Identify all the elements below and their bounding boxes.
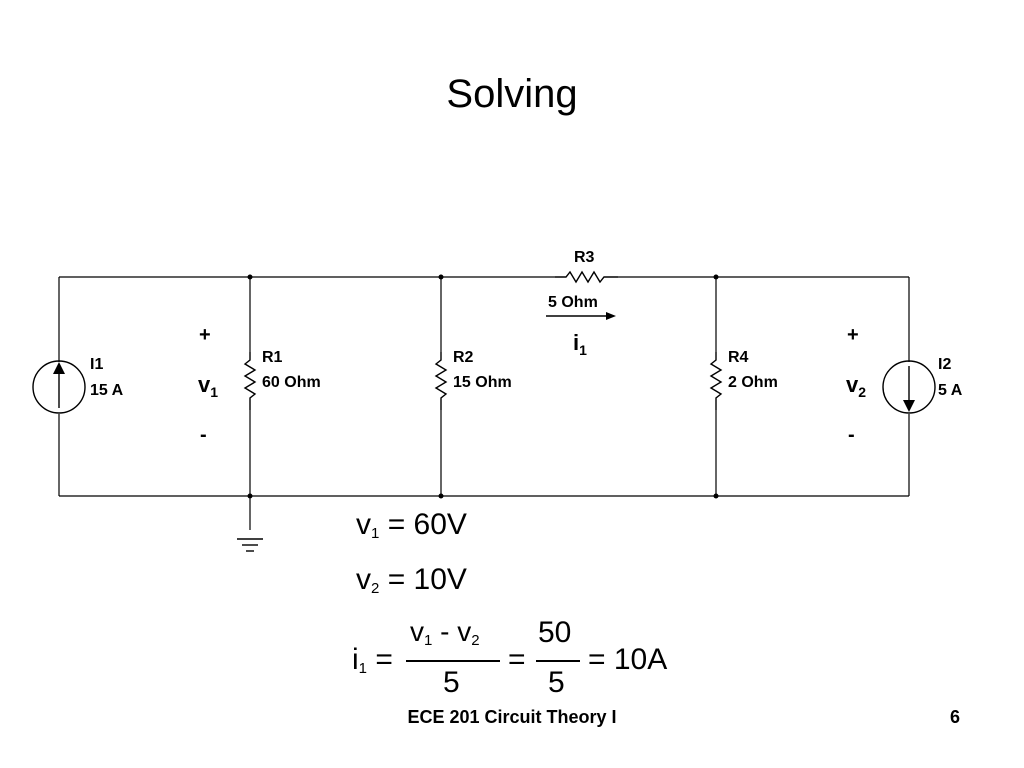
v2-minus: -	[848, 424, 855, 446]
num1-a-sub: 1	[424, 632, 433, 649]
r4-name: R4	[728, 349, 749, 366]
i2-arrow-down-icon	[903, 400, 915, 412]
r3-name: R3	[574, 249, 595, 266]
equation-i1-result: = 10A	[588, 643, 667, 677]
r1-name: R1	[262, 349, 283, 366]
i1-current-label: i1	[573, 330, 587, 358]
num1-op: -	[432, 616, 458, 647]
v1-plus: +	[199, 324, 211, 346]
slide-title: Solving	[446, 72, 578, 116]
fraction1-numerator: v1 - v2	[410, 616, 480, 649]
i1-current-source-icon	[32, 360, 86, 414]
r3-value: 5 Ohm	[548, 294, 598, 311]
fraction2-denominator: 5	[548, 666, 565, 700]
eq1-sub: 1	[371, 525, 380, 542]
r1-resistor-symbol	[243, 352, 257, 410]
footer-course-title: ECE 201 Circuit Theory I	[407, 707, 617, 727]
i2-value: 5 A	[938, 382, 963, 399]
num2: 50	[538, 616, 572, 649]
eq3-sub: 1	[358, 660, 368, 677]
equation-v1: v1 = 60V	[356, 508, 467, 542]
v2-plus: +	[847, 324, 859, 346]
v2-symbol-letter: v	[846, 372, 859, 397]
junction-dots	[247, 274, 719, 499]
i2-name: I2	[938, 356, 951, 373]
r2-resistor-symbol	[434, 352, 448, 410]
eq3-eq2: =	[508, 643, 526, 676]
v2-symbol-sub: 2	[858, 384, 866, 400]
i1-current-letter: i	[573, 330, 579, 355]
i1-value: 15 A	[90, 382, 124, 399]
num1-b: v	[457, 616, 472, 647]
fraction1-bar	[406, 660, 500, 662]
eq2-sub: 2	[371, 580, 380, 597]
eq1-lhs: v	[356, 508, 371, 541]
fraction1-denominator: 5	[443, 666, 460, 700]
eq2-lhs: v	[356, 563, 371, 596]
v2-symbol: v2	[846, 372, 866, 400]
i1-name: I1	[90, 356, 103, 373]
r2-value: 15 Ohm	[453, 374, 512, 391]
i1-arrow-up-icon	[53, 362, 65, 374]
fraction2-numerator: 50	[538, 616, 571, 650]
eq1-rhs: = 60V	[387, 508, 467, 541]
eq3-eq1: =	[375, 643, 393, 676]
eq3-result: = 10A	[588, 643, 668, 676]
v1-symbol-sub: 1	[210, 384, 218, 400]
den1: 5	[443, 666, 460, 699]
v1-symbol-letter: v	[198, 372, 211, 397]
num1-a: v	[410, 616, 424, 647]
i1-arrow-head-icon	[606, 312, 616, 320]
eq2-rhs: = 10V	[387, 563, 467, 596]
equation-i1-eq2: =	[508, 643, 526, 677]
num1-b-sub: 2	[471, 632, 480, 649]
eq3-lhs: i	[352, 643, 359, 676]
r4-resistor-symbol	[709, 352, 723, 410]
den2: 5	[548, 666, 565, 699]
v1-minus: -	[200, 424, 207, 446]
i1-current-sub: 1	[579, 342, 587, 358]
i2-current-source-icon	[882, 360, 936, 414]
v1-symbol: v1	[198, 372, 218, 400]
fraction2-bar	[536, 660, 580, 662]
equation-v2: v2 = 10V	[356, 563, 467, 597]
page-number: 6	[950, 707, 961, 727]
ground-icon	[237, 538, 263, 552]
r4-value: 2 Ohm	[728, 374, 778, 391]
r3-resistor-symbol	[555, 270, 618, 284]
r1-value: 60 Ohm	[262, 374, 321, 391]
r2-name: R2	[453, 349, 474, 366]
equation-i1-lhs: i1 =	[352, 643, 393, 677]
